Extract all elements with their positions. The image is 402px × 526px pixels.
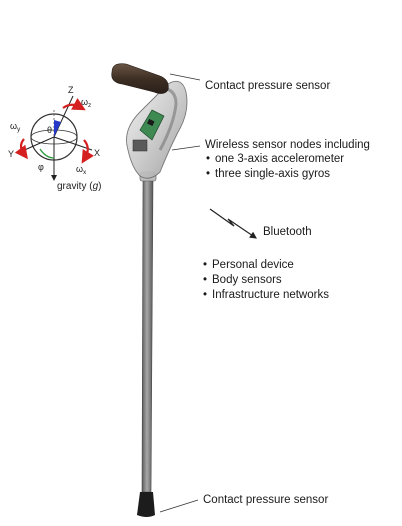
- phi-label: φ: [38, 162, 44, 172]
- sensor-module: [132, 139, 148, 152]
- contact-sensor-top-label: Contact pressure sensor: [205, 80, 331, 92]
- orientation-sketch: Z X Y ωz ωy ωx θ φ gravity (g): [8, 85, 101, 192]
- theta-angle-wedge: [54, 120, 61, 137]
- rubber-tip: [137, 492, 155, 517]
- wireless-item-accelerometer: one 3-axis accelerometer: [206, 152, 344, 167]
- omega-y-label: ωy: [10, 121, 21, 133]
- phi-angle-arc: [39, 148, 55, 159]
- omega-x-rotation-arrow: [81, 139, 95, 164]
- wireless-nodes-label: Wireless sensor nodes including: [205, 139, 370, 151]
- device-item-infrastructure: Infrastructure networks: [203, 288, 329, 303]
- theta-label: θ: [47, 125, 52, 135]
- wireless-item-gyros: three single-axis gyros: [206, 167, 330, 182]
- device-item-body-sensors: Body sensors: [203, 273, 282, 288]
- cane-shaft: [141, 177, 154, 493]
- omega-y-rotation-arrow: [14, 138, 28, 160]
- cane-grip: [111, 63, 169, 94]
- leader-contact-top: [169, 73, 201, 81]
- y-axis-line: [19, 136, 55, 153]
- omega-z-label: ωz: [81, 97, 91, 109]
- bluetooth-label: Bluetooth: [263, 226, 312, 238]
- contact-sensor-bottom-label: Contact pressure sensor: [203, 494, 329, 506]
- x-axis-label: X: [94, 148, 100, 158]
- bluetooth-signal-icon: [209, 208, 257, 239]
- sensor-chip: [147, 118, 155, 126]
- omega-z-rotation-arrow: [62, 98, 86, 111]
- leader-contact-bottom: [159, 499, 199, 513]
- gravity-label: gravity (g): [57, 181, 101, 192]
- omega-x-label: ωx: [76, 164, 87, 176]
- y-axis-label: Y: [8, 149, 14, 159]
- leader-wireless: [171, 145, 201, 151]
- cane: [111, 63, 188, 517]
- z-axis-label: Z: [68, 85, 74, 95]
- device-item-personal: Personal device: [203, 258, 294, 273]
- x-axis-line: [53, 136, 93, 151]
